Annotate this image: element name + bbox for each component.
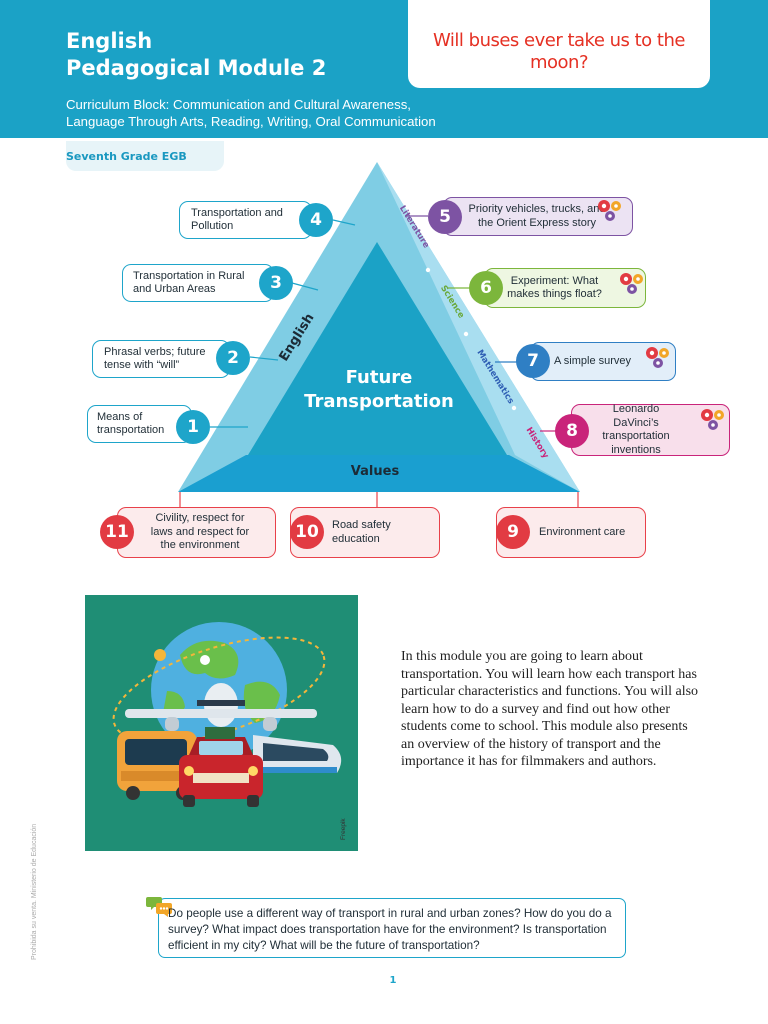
curriculum-block: Curriculum Block: Communication and Cult… [66,96,491,130]
topic-10-text: Road safety education [332,519,391,545]
page-number: 1 [389,975,397,986]
values-label: Values [350,464,400,479]
topic-2-text: Phrasal verbs; future tense with “will” [104,345,206,372]
topic-7-text: A simple survey [554,354,632,367]
topic-8-text: Leonardo DaVinci’s transportation invent… [602,403,670,456]
topic-4-box: Transportation and Pollution [179,201,312,239]
module-title: English Pedagogical Module 2 [66,28,326,82]
values-band [178,455,580,492]
center-line-1: Future [345,367,413,388]
topic-7-number: 7 [516,344,550,378]
topic-8-number: 8 [555,414,589,448]
discussion-panel [158,898,626,958]
triangle-right-face [377,162,580,492]
connector-line [291,282,319,291]
side-note: Prohibida su venta. Ministerio de Educac… [31,823,38,960]
topic-2-number: 2 [216,341,250,375]
topic-4-text: Transportation and Pollution [191,206,283,233]
topic-10-number: 10 [290,515,324,549]
question-box [408,0,710,88]
topic-3-number: 3 [259,266,293,300]
subject-separator [425,267,431,273]
center-line-2: Transportation [304,391,454,412]
topic-11-box: Civility, respect for laws and respect f… [117,507,276,558]
topic-11-text: Civility, respect for laws and respect f… [150,512,250,552]
grade-tab [66,141,224,171]
illustration-credit: Freepik [340,818,347,840]
connector-line [249,356,279,361]
title-line-2: Pedagogical Module 2 [66,56,327,80]
topic-4-number: 4 [299,203,333,237]
topic-5-text: Priority vehicles, trucks, and the Orien… [468,203,606,229]
transport-scene-image [112,622,342,807]
connector-line [332,219,356,226]
curriculum-line-2: Language Through Arts, Reading, Writing,… [66,114,436,129]
topic-5-number: 5 [428,200,462,234]
topic-1-text: Means of transportation [97,410,165,437]
discussion-questions: Do people use a different way of transpo… [168,907,612,952]
subject-separator [463,331,469,337]
gears-icon [701,409,724,430]
gears-icon [620,273,643,294]
transportation-illustration [85,595,358,851]
gears-icon [646,347,669,368]
topic-3-text: Transportation in Rural and Urban Areas [133,269,245,296]
topic-11-number: 11 [100,515,134,549]
topic-6-box: Experiment: What makes things float? [484,268,646,308]
topic-3-box: Transportation in Rural and Urban Areas [122,264,274,302]
topic-triangle-diagram [178,162,580,508]
topic-6-text: Experiment: What makes things float? [507,274,602,301]
speech-bubbles-icon [146,897,172,917]
module-intro-text: In this module you are going to learn ab… [401,649,699,769]
subject-separator [511,405,517,411]
topic-1-number: 1 [176,410,210,444]
grade-label: Seventh Grade EGB [66,150,187,163]
topic-2-box: Phrasal verbs; future tense with “will” [92,340,230,378]
topic-6-number: 6 [469,271,503,305]
topic-9-number: 9 [496,515,530,549]
topic-1-box: Means of transportation [87,405,192,443]
topic-9-text: Environment care [539,525,626,538]
title-line-1: English [66,29,153,53]
module-question: Will buses ever take us to the moon? [433,30,685,73]
gears-icon [598,200,621,221]
triangle-inner [248,242,507,455]
diagram-center-title: Future Transportation [262,366,496,414]
curriculum-line-1: Curriculum Block: Communication and Cult… [66,97,411,112]
